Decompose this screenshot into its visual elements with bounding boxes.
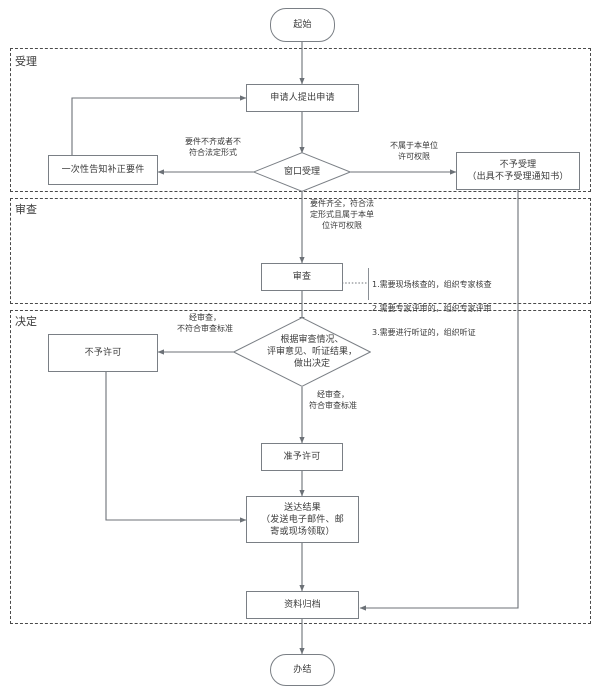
diamond-shape-window xyxy=(252,152,352,192)
node-deliver-result-line-2: （发送电子邮件、邮 xyxy=(261,514,344,525)
node-deliver-result-line-1: 送达结果 xyxy=(284,502,321,513)
swimlane-acceptance-label: 受理 xyxy=(15,55,37,68)
edge-label-incomplete: 要件不齐或者不 符合法定形式 xyxy=(185,137,241,157)
edge-label-qualified: 经审查， 符合审查标准 xyxy=(309,390,357,410)
node-end[interactable]: 办结 xyxy=(270,654,335,686)
diamond-shape-decide xyxy=(232,317,372,387)
swimlane-acceptance xyxy=(10,48,591,192)
node-grant-permit-label: 准予许可 xyxy=(283,452,321,462)
node-notify-correction[interactable]: 一次性告知补正要件 xyxy=(48,155,158,185)
node-examine[interactable]: 审查 xyxy=(261,263,343,291)
node-start-label: 起始 xyxy=(293,20,312,30)
node-start[interactable]: 起始 xyxy=(270,8,335,42)
node-reject-acceptance[interactable]: 不予受理 （出具不予受理通知书） xyxy=(456,152,580,190)
swimlane-decision xyxy=(10,310,591,624)
review-note-line-1: 1.需要现场核查的，组织专家核查 xyxy=(372,280,492,289)
node-deliver-result[interactable]: 送达结果 （发送电子邮件、邮 寄或现场领取） xyxy=(246,496,359,543)
swimlane-review-label: 审查 xyxy=(15,203,37,216)
node-archive-label: 资料归档 xyxy=(284,600,321,610)
edge-label-complete: 要件齐全，符合法 定形式且属于本单 位许可权限 xyxy=(310,199,374,230)
node-decide-label: 根据审查情况、 评审意见、听证结果， 做出决定 xyxy=(266,335,357,369)
edge-label-not-qualified: 经审查， 不符合审查标准 xyxy=(177,313,233,333)
node-no-permit[interactable]: 不予许可 xyxy=(48,334,158,372)
edge-label-out-of-scope: 不属于本单位 许可权限 xyxy=(390,141,438,161)
node-end-label: 办结 xyxy=(293,665,312,675)
node-examine-label: 审查 xyxy=(292,272,312,282)
review-note-line-3: 3.需要进行听证的，组织听证 xyxy=(372,328,476,337)
node-archive[interactable]: 资料归档 xyxy=(246,591,359,619)
node-window-acceptance-label: 窗口受理 xyxy=(283,167,320,177)
node-window-acceptance[interactable]: 窗口受理 xyxy=(252,152,352,192)
review-note: 1.需要现场核查的，组织专家核查 2.需要专家评审的，组织专家评审 3.需要进行… xyxy=(372,267,572,351)
swimlane-decision-label: 决定 xyxy=(15,315,37,328)
node-notify-correction-label: 一次性告知补正要件 xyxy=(61,165,145,175)
node-grant-permit[interactable]: 准予许可 xyxy=(261,443,343,471)
node-decide[interactable]: 根据审查情况、 评审意见、听证结果， 做出决定 xyxy=(232,317,372,387)
swimlane-review xyxy=(10,198,591,304)
node-reject-acceptance-label: 不予受理 （出具不予受理通知书） xyxy=(467,160,569,182)
review-note-line-2: 2.需要专家评审的，组织专家评审 xyxy=(372,304,492,313)
review-note-bar xyxy=(368,268,369,300)
node-no-permit-label: 不予许可 xyxy=(84,348,122,358)
node-deliver-result-line-3: 寄或现场领取） xyxy=(270,526,335,537)
node-apply[interactable]: 申请人提出申请 xyxy=(246,84,359,112)
node-apply-label: 申请人提出申请 xyxy=(270,93,335,103)
